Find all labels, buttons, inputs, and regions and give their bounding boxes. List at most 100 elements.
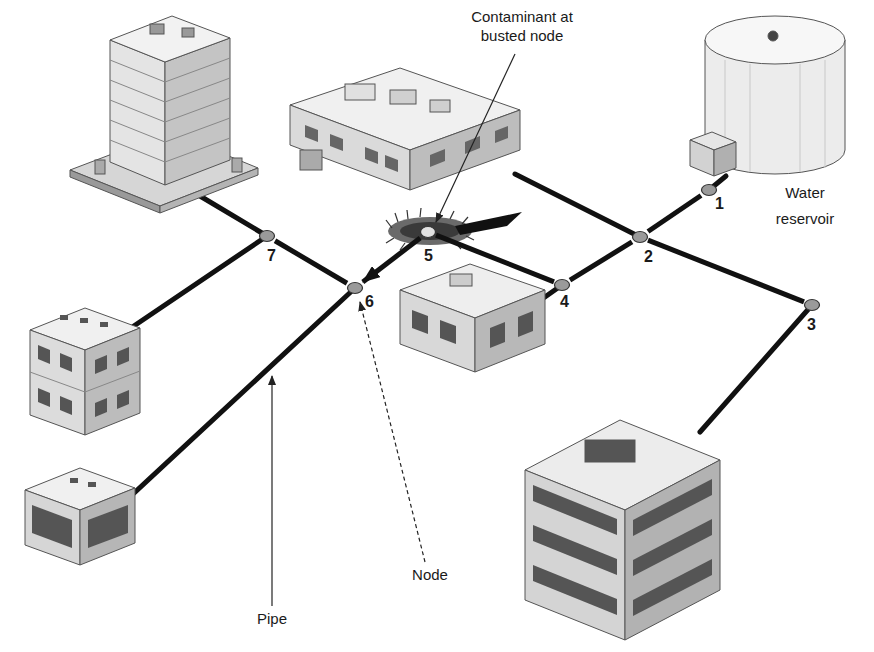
leader-line bbox=[436, 54, 515, 222]
office-building bbox=[305, 125, 318, 142]
tall-building bbox=[95, 160, 105, 174]
large-building bbox=[533, 565, 617, 615]
contaminant-spill bbox=[386, 238, 394, 243]
apartment-building bbox=[117, 390, 129, 409]
shop-building bbox=[80, 488, 135, 565]
large-building bbox=[525, 420, 720, 640]
pipe bbox=[363, 238, 420, 282]
large-building bbox=[633, 559, 712, 616]
node-circle bbox=[633, 232, 648, 243]
node-number: 1 bbox=[715, 196, 724, 212]
shop-building bbox=[25, 468, 135, 565]
office-building bbox=[430, 100, 450, 112]
annotation-label: Node bbox=[405, 566, 455, 585]
pipe-node: 7 bbox=[259, 230, 275, 242]
office-building bbox=[365, 147, 378, 164]
large-building bbox=[585, 440, 635, 462]
house bbox=[450, 274, 472, 286]
service-pipe bbox=[515, 174, 640, 237]
contaminant-spill bbox=[407, 210, 408, 219]
office-building bbox=[330, 134, 343, 151]
contaminant-spill bbox=[466, 236, 474, 240]
office-building bbox=[390, 90, 416, 104]
service-pipe bbox=[200, 196, 267, 236]
node-number: 5 bbox=[424, 248, 433, 264]
pipe-node: 4 bbox=[554, 279, 570, 291]
node-circle bbox=[348, 283, 363, 294]
contaminant-spill bbox=[455, 212, 522, 235]
annotation-label: Contaminant at busted node bbox=[452, 8, 592, 46]
office-building bbox=[410, 110, 520, 190]
pipe-node: 6 bbox=[347, 282, 363, 294]
service-pipe bbox=[122, 236, 267, 334]
node-circle bbox=[701, 184, 717, 196]
pipe-line bbox=[648, 240, 804, 302]
node-number: 2 bbox=[644, 249, 653, 265]
pipe-line bbox=[363, 238, 420, 282]
service-pipe bbox=[700, 305, 812, 432]
apartment-building bbox=[38, 345, 50, 364]
water-reservoir-tank bbox=[690, 16, 845, 176]
shop-building bbox=[88, 505, 128, 548]
node-number: 7 bbox=[267, 248, 276, 264]
pipe bbox=[648, 240, 804, 302]
tall-building bbox=[232, 158, 242, 172]
apartment-building bbox=[85, 371, 140, 392]
house bbox=[490, 322, 505, 348]
large-building bbox=[525, 470, 625, 640]
pipe-line bbox=[436, 235, 554, 282]
house bbox=[400, 264, 545, 372]
leader-line bbox=[271, 376, 272, 606]
tall-building bbox=[165, 78, 230, 102]
contaminant-spill bbox=[400, 222, 460, 240]
tall-building bbox=[110, 16, 230, 62]
office-building bbox=[290, 68, 520, 190]
house bbox=[412, 310, 533, 348]
apartment-building bbox=[100, 322, 108, 327]
office-building bbox=[385, 155, 398, 172]
contaminant-spill bbox=[450, 211, 454, 219]
tall-building bbox=[165, 58, 230, 82]
pipe-node: 1 bbox=[701, 184, 717, 196]
office-building bbox=[495, 126, 508, 143]
pipe-line bbox=[570, 242, 632, 280]
tall-building bbox=[165, 118, 230, 142]
pipe-node: 2 bbox=[632, 231, 648, 243]
pipe bbox=[648, 195, 701, 231]
tall-building bbox=[110, 80, 165, 102]
apartment-building bbox=[60, 396, 72, 415]
shop-building bbox=[32, 478, 128, 548]
office-building bbox=[430, 149, 445, 167]
apartment-building bbox=[60, 353, 72, 372]
contaminant-spill bbox=[386, 220, 392, 228]
pipe-line bbox=[648, 195, 701, 231]
office-building bbox=[345, 84, 375, 100]
large-building bbox=[625, 460, 720, 640]
pipe-node: 3 bbox=[804, 299, 820, 311]
office-building bbox=[290, 105, 410, 190]
node-circle bbox=[421, 227, 436, 238]
large-building bbox=[533, 525, 617, 575]
node-circle bbox=[554, 279, 570, 291]
house bbox=[400, 290, 475, 372]
apartment-building bbox=[95, 398, 107, 417]
annotation-label: Pipe bbox=[252, 610, 292, 629]
tall-building bbox=[110, 60, 165, 82]
apartment-building bbox=[117, 347, 129, 366]
pipe bbox=[275, 241, 347, 284]
shop-building bbox=[25, 490, 80, 565]
apartment-building bbox=[38, 315, 129, 417]
large-building bbox=[533, 485, 617, 535]
node-circle bbox=[420, 226, 436, 238]
tall-building bbox=[110, 140, 165, 162]
node-circle bbox=[260, 231, 275, 242]
apartment-building bbox=[38, 388, 50, 407]
shop-building bbox=[88, 482, 96, 487]
water-reservoir-tank bbox=[705, 16, 845, 64]
node-circle bbox=[702, 185, 717, 196]
tall-building bbox=[70, 16, 258, 213]
annotation-label: Water reservoir bbox=[760, 180, 850, 231]
tall-building bbox=[110, 40, 165, 185]
